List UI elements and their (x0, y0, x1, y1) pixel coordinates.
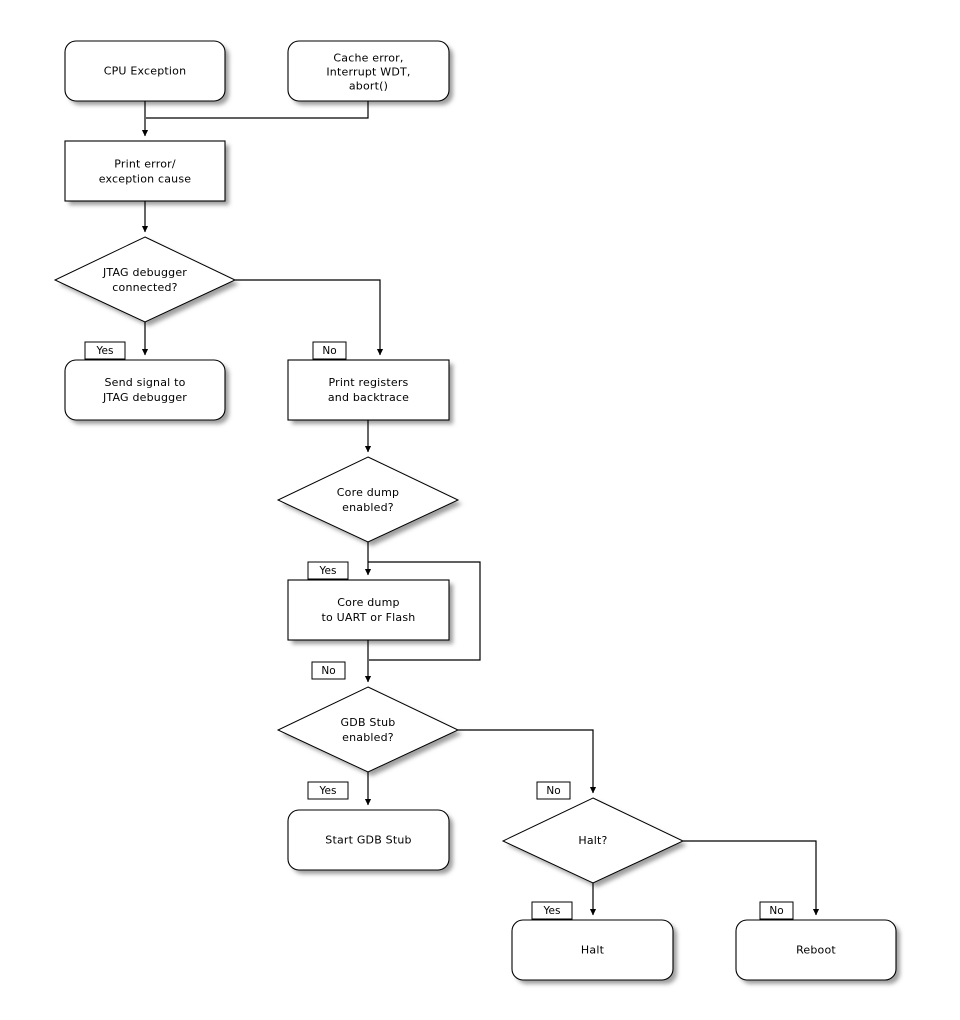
send-signal-label-line1: Send signal to (104, 376, 185, 389)
node-reboot[interactable]: Reboot (735, 919, 897, 981)
node-jtag-decision[interactable]: JTAG debugger connected? (53, 236, 237, 323)
halt-no-label-box (759, 901, 794, 920)
gdb-yes-label-text: Yes (319, 785, 337, 797)
halt-decision-shape (501, 797, 685, 884)
edge-jtag-no-to-print-registers (235, 279, 384, 356)
start-gdb-stub-label: Start GDB Stub (325, 834, 411, 847)
node-print-registers[interactable]: Print registers and backtrace (287, 359, 450, 421)
halt-yes-label-text: Yes (543, 905, 561, 917)
reboot-shape (735, 919, 897, 981)
edge-core-dump-no-bypass (368, 561, 481, 661)
edge-halt-no-to-reboot (683, 840, 820, 916)
gdb-yes-label-box (307, 781, 349, 800)
edge-gdb-no-to-halt-decision (458, 729, 597, 794)
core-dump-yes-label-text: Yes (319, 565, 337, 577)
jtag-yes-label-box (84, 341, 126, 360)
jtag-yes-label-text: Yes (96, 345, 114, 357)
connector-layer (141, 101, 820, 916)
core-dump-yes-label-box (307, 561, 349, 580)
halt-yes-label-box (531, 901, 573, 920)
edge-label-core-dump-yes: Yes (307, 561, 349, 580)
send-signal-shape (64, 359, 226, 421)
edge-cache-error-to-print-error (146, 101, 369, 119)
edge-label-halt-yes: Yes (531, 901, 573, 920)
jtag-no-label-box (312, 341, 347, 360)
node-halt-decision[interactable]: Halt? (501, 797, 685, 884)
node-halt[interactable]: Halt (511, 919, 674, 981)
gdb-no-label-text: No (546, 785, 560, 797)
node-start-gdb-stub[interactable]: Start GDB Stub (287, 809, 450, 871)
cache-error-label-line3: abort() (349, 80, 388, 93)
core-dump-decision-label-line1: Core dump (337, 486, 399, 499)
gdb-stub-decision-label-line2: enabled? (342, 731, 394, 744)
halt-no-label-text: No (769, 905, 783, 917)
print-error-shape (64, 140, 226, 202)
jtag-decision-label-line2: connected? (112, 281, 177, 294)
jtag-no-label-text: No (322, 345, 336, 357)
gdb-no-label-box (536, 781, 571, 800)
cpu-exception-shape (64, 40, 226, 102)
jtag-decision-label-line1: JTAG debugger (102, 266, 187, 279)
edge-label-gdb-yes: Yes (307, 781, 349, 800)
edge-label-jtag-yes: Yes (84, 341, 126, 360)
node-gdb-stub-decision[interactable]: GDB Stub enabled? (276, 686, 460, 773)
node-send-signal[interactable]: Send signal to JTAG debugger (64, 359, 226, 421)
cpu-exception-label: CPU Exception (104, 65, 187, 78)
cache-error-shape (287, 40, 450, 102)
node-print-error[interactable]: Print error/ exception cause (64, 140, 226, 202)
edge-label-core-dump-no: No (311, 661, 346, 680)
halt-label: Halt (581, 944, 605, 957)
print-registers-shape (287, 359, 450, 421)
cache-error-label-line1: Cache error, (333, 52, 403, 65)
gdb-stub-decision-shape (276, 686, 460, 773)
edge-label-halt-no: No (759, 901, 794, 920)
core-dump-no-label-box (311, 661, 346, 680)
print-error-label-line2: exception cause (99, 173, 192, 186)
node-cpu-exception[interactable]: CPU Exception (64, 40, 226, 102)
print-registers-label-line1: Print registers (329, 376, 409, 389)
core-dump-action-label-line1: Core dump (337, 596, 399, 609)
reboot-label: Reboot (796, 944, 836, 957)
core-dump-no-label-text: No (321, 665, 335, 677)
node-cache-error[interactable]: Cache error, Interrupt WDT, abort() (287, 40, 450, 102)
edge-label-gdb-no: No (536, 781, 571, 800)
send-signal-label-line2: JTAG debugger (102, 391, 187, 404)
edge-label-jtag-no: No (312, 341, 347, 360)
node-core-dump-decision[interactable]: Core dump enabled? (276, 456, 460, 543)
halt-decision-label: Halt? (578, 834, 607, 847)
core-dump-action-shape (287, 579, 450, 641)
core-dump-action-label-line2: to UART or Flash (322, 611, 416, 624)
core-dump-decision-shape (276, 456, 460, 543)
cache-error-label-line2: Interrupt WDT, (326, 66, 410, 79)
halt-shape (511, 919, 674, 981)
core-dump-decision-label-line2: enabled? (342, 501, 394, 514)
node-core-dump-action[interactable]: Core dump to UART or Flash (287, 579, 450, 641)
print-error-label-line1: Print error/ (114, 158, 176, 171)
start-gdb-stub-shape (287, 809, 450, 871)
print-registers-label-line2: and backtrace (328, 391, 409, 404)
jtag-decision-shape (53, 236, 237, 323)
gdb-stub-decision-label-line1: GDB Stub (341, 716, 396, 729)
